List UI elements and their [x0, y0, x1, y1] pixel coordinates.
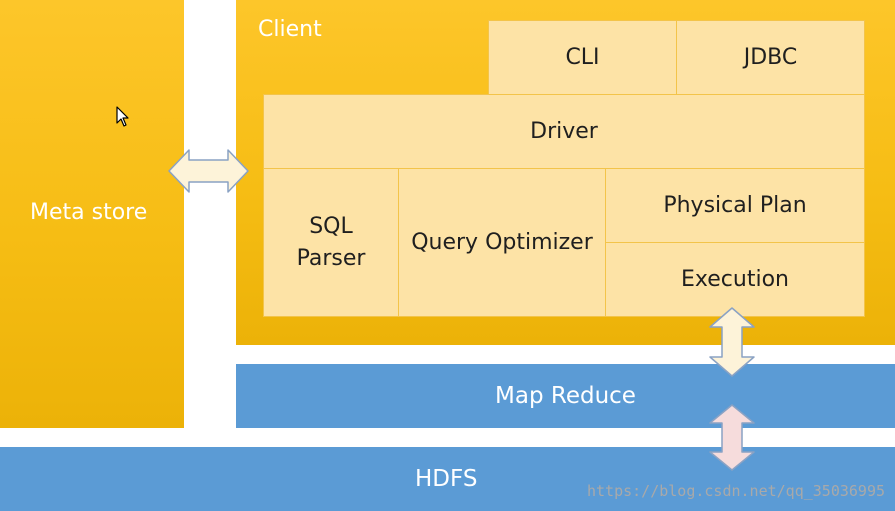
- metastore-panel: Meta store: [0, 0, 184, 428]
- hdfs-bar: HDFS: [0, 447, 895, 511]
- watermark-text: https://blog.csdn.net/qq_35036995: [586, 482, 885, 500]
- mapreduce-hdfs-arrow-icon: [709, 404, 755, 471]
- physical-plan-box: Physical Plan: [605, 168, 865, 243]
- sql-parser-box: SQL Parser: [263, 168, 399, 317]
- metastore-client-arrow-icon: [168, 149, 249, 193]
- hdfs-label: HDFS: [415, 466, 478, 492]
- driver-box: Driver: [263, 94, 865, 169]
- execution-box: Execution: [605, 242, 865, 317]
- jdbc-box: JDBC: [676, 20, 865, 95]
- mouse-cursor-icon: [116, 106, 129, 127]
- cli-box: CLI: [488, 20, 677, 95]
- client-label: Client: [258, 17, 322, 42]
- query-optimizer-box: Query Optimizer: [398, 168, 606, 317]
- mapreduce-bar: Map Reduce: [236, 364, 895, 428]
- metastore-label: Meta store: [30, 200, 148, 225]
- execution-mapreduce-arrow-icon: [709, 307, 755, 377]
